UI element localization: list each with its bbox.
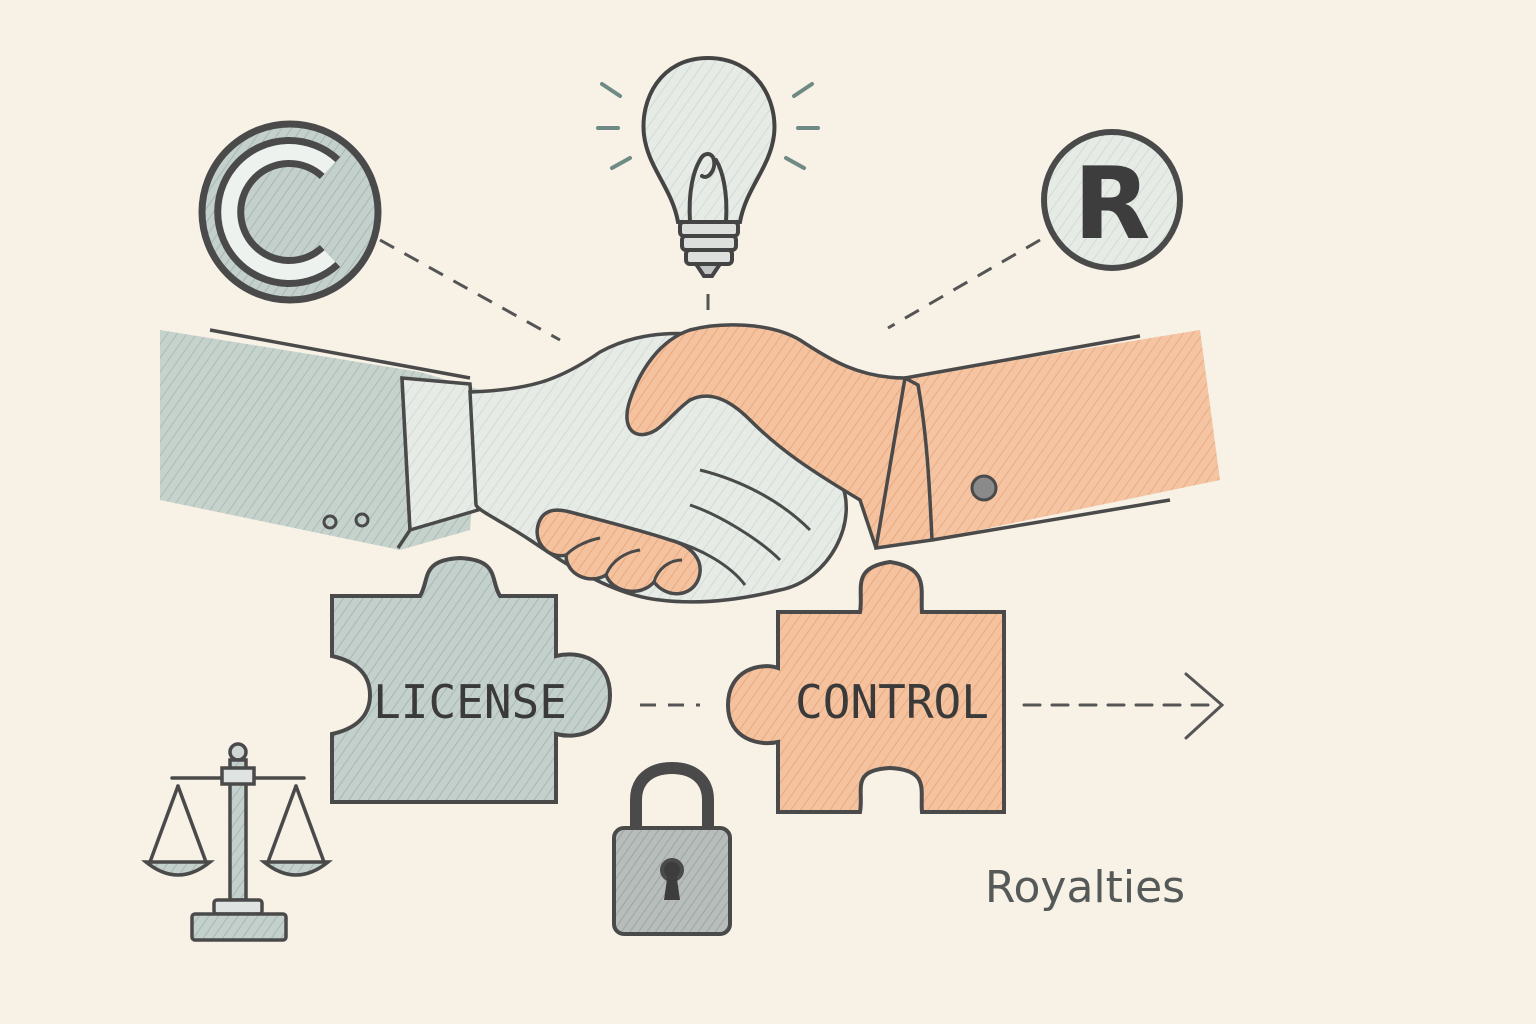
lightbulb-icon	[596, 55, 820, 278]
royalties-label: Royalties	[985, 862, 1185, 913]
registered-trademark-icon: R	[1041, 129, 1183, 271]
handshake-icon	[160, 323, 1220, 604]
scales-of-justice-icon	[141, 742, 333, 942]
control-label: CONTROL	[795, 675, 989, 729]
arrow-right-icon	[1022, 672, 1225, 740]
registered-symbol-text: R	[1073, 145, 1150, 262]
license-label: LICENSE	[373, 675, 567, 729]
padlock-icon	[612, 761, 732, 936]
copyright-icon: C	[198, 120, 382, 304]
connector-lines	[379, 238, 1041, 342]
control-puzzle-piece: CONTROL	[725, 559, 1006, 814]
license-puzzle-piece: LICENSE	[330, 555, 613, 804]
